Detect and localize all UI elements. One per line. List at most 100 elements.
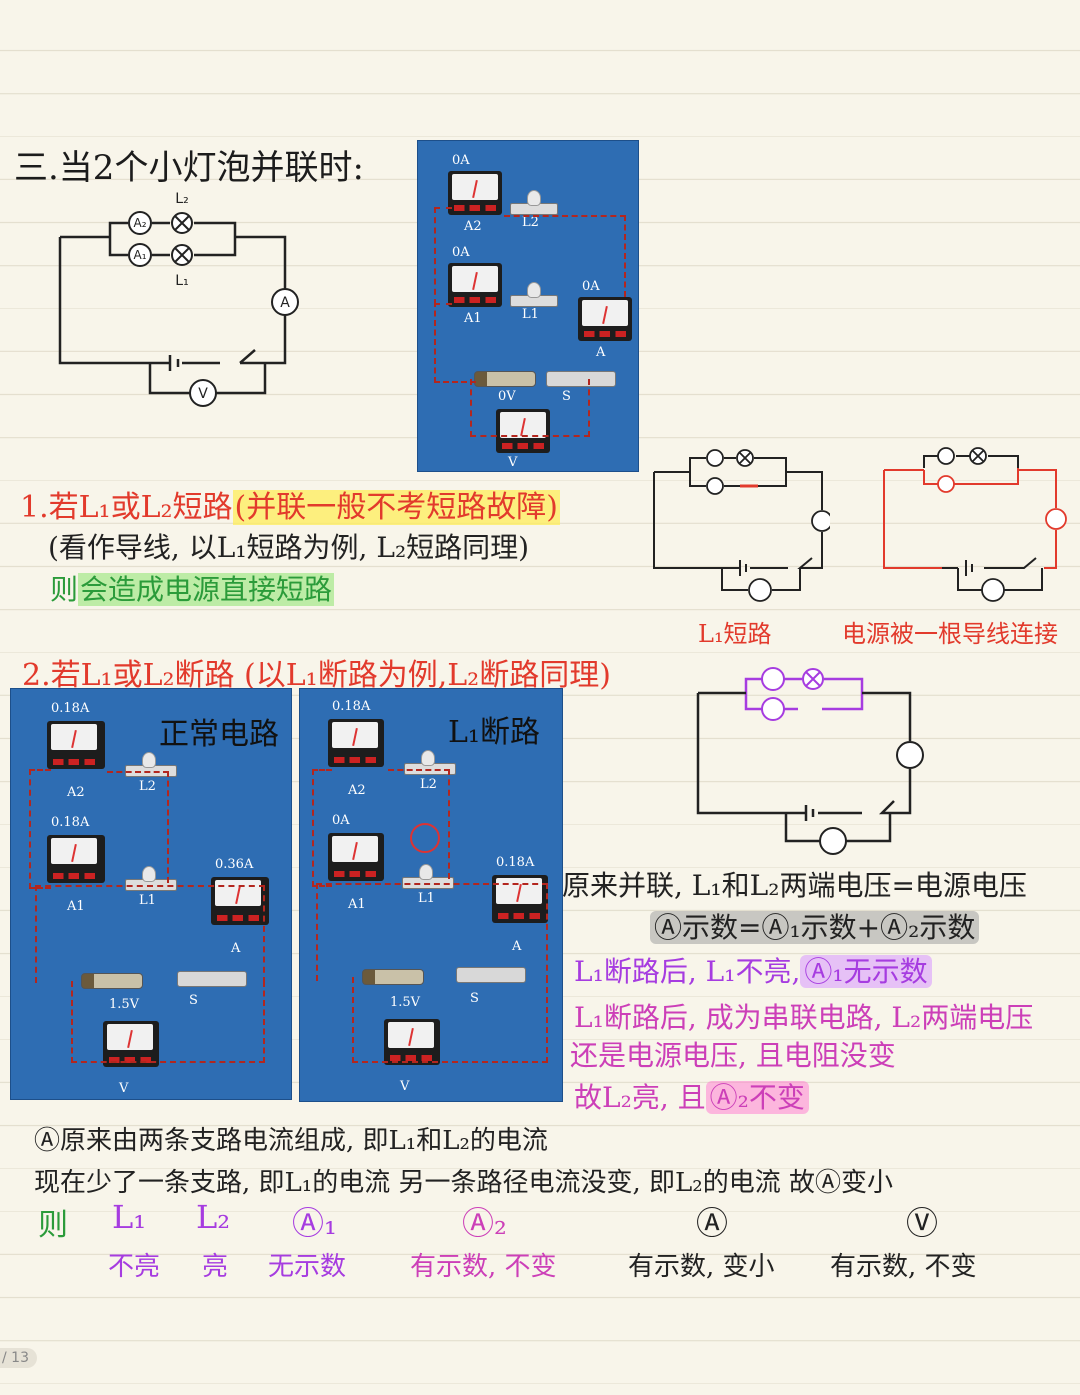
- header-a: Ⓐ: [696, 1204, 729, 1242]
- short-circuit-red-diagram: [883, 447, 1067, 602]
- result-v: 有示数, 不变: [830, 1252, 977, 1282]
- note-current-sum: Ⓐ示数=Ⓐ₁示数+Ⓐ₂示数: [650, 906, 980, 946]
- note-l2-lit-text: 故L₂亮, 且: [574, 1081, 706, 1114]
- section1-title: 1.若L₁或L₂短路(并联一般不考短路故障): [20, 482, 560, 526]
- caption-l1-short: L₁短路: [698, 620, 772, 648]
- label-v: V: [400, 1079, 410, 1094]
- label-a2: A2: [348, 783, 366, 798]
- ammeter-a2: [328, 719, 384, 767]
- simulation-panel-top: 0A A2 L2 0A A1 L1 0A A S 0V V: [417, 140, 639, 472]
- result-a: 有示数, 变小: [628, 1252, 775, 1282]
- section-heading: 三.当2个小灯泡并联时:: [14, 148, 364, 188]
- label-v: V: [119, 1081, 129, 1096]
- label-a: A: [231, 941, 241, 956]
- switch-s: [177, 971, 247, 987]
- wire: [312, 769, 332, 887]
- voltmeter-v: [384, 1019, 440, 1065]
- panel-open-heading: L₁断路: [448, 715, 540, 750]
- note-parallel-voltage: 原来并联, L₁和L₂两端电压=电源电压: [562, 869, 1027, 902]
- conclusion-line1: Ⓐ原来由两条支路电流组成, 即L₁和L₂的电流: [34, 1126, 548, 1156]
- meter-a1-reading: 0A: [332, 813, 350, 828]
- note-voltage-same: 还是电源电压, 且电阻没变: [570, 1039, 896, 1072]
- meter-a2-reading: 0A: [452, 153, 470, 168]
- broken-bulb-icon: [410, 823, 440, 853]
- label-a1: A1: [67, 899, 85, 914]
- result-l2: 亮: [202, 1252, 229, 1282]
- wire: [107, 771, 169, 883]
- label-s: S: [189, 993, 198, 1008]
- result-l1: 不亮: [108, 1252, 161, 1282]
- header-l2: L₂: [196, 1198, 231, 1236]
- section1-line3: 则会造成电源直接短路: [50, 568, 335, 608]
- label-l2: L2: [522, 215, 539, 230]
- meter-a2-reading: 0.18A: [332, 699, 371, 714]
- section1-title-text: 1.若L₁或L₂短路: [20, 490, 233, 525]
- label-l1: L1: [418, 891, 435, 906]
- label-a1: A1: [464, 311, 482, 326]
- conclusion-ze: 则: [38, 1208, 68, 1243]
- conclusion-line2: 现在少了一条支路, 即L₁的电流 另一条路径电流没变, 即L₂的电流 故Ⓐ变小: [34, 1168, 893, 1198]
- wire: [434, 207, 452, 305]
- label-a: A: [512, 939, 522, 954]
- wire: [352, 977, 548, 1063]
- note-l2-lit-highlight: Ⓐ₂不变: [705, 1081, 809, 1114]
- section1-line2: (看作导线, 以L₁短路为例, L₂短路同理): [48, 531, 530, 564]
- label-a1: A₁: [133, 248, 146, 262]
- label-a: A: [280, 295, 290, 311]
- wire: [29, 769, 51, 889]
- simulation-panel-normal: 正常电路 0.18A A2 L2 0.18A A1 L1 0.36A A S 1…: [10, 688, 292, 1100]
- label-a2: A₂: [133, 216, 146, 230]
- label-v: V: [508, 455, 518, 470]
- section1-line3-highlight: 会造成电源直接短路: [78, 573, 335, 606]
- battery: [362, 969, 424, 985]
- meter-v-reading: 0V: [498, 389, 516, 404]
- meter-a-reading: 0.36A: [215, 857, 254, 872]
- bulb-l2: [510, 190, 558, 215]
- label-l2: L2: [420, 777, 437, 792]
- battery: [474, 371, 536, 387]
- ammeter-a: [578, 297, 632, 341]
- wire: [316, 883, 548, 981]
- label-s: S: [470, 991, 479, 1006]
- label-a2: A2: [464, 219, 482, 234]
- result-a1: 无示数: [268, 1252, 347, 1282]
- open-circuit-diagram: [696, 667, 924, 855]
- note-l1-open-text: L₁断路后, L₁不亮,: [574, 955, 801, 988]
- label-a: A: [596, 345, 606, 360]
- note-l1-open-highlight: Ⓐ₁无示数: [800, 955, 932, 988]
- section2-title: 2.若L₁或L₂断路 (以L₁断路为例,L₂断路同理): [22, 658, 611, 693]
- header-l1: L₁: [112, 1198, 147, 1236]
- meter-v-reading: 1.5V: [390, 995, 421, 1010]
- wire: [504, 215, 626, 297]
- result-a2: 有示数, 不变: [410, 1252, 557, 1282]
- switch-s: [546, 371, 616, 387]
- note-current-sum-text: Ⓐ示数=Ⓐ₁示数+Ⓐ₂示数: [650, 911, 980, 944]
- label-l1: L1: [139, 893, 156, 908]
- label-a2: A2: [67, 785, 85, 800]
- voltmeter-v: [496, 409, 550, 453]
- header-a1: Ⓐ₁: [292, 1204, 337, 1242]
- wire: [35, 885, 265, 983]
- wire: [388, 769, 450, 879]
- short-circuit-diagram: [653, 449, 830, 602]
- parallel-circuit-diagram: A₂ A₁ A V L₂ L₁: [58, 191, 299, 407]
- simulation-panel-l1-open: L₁断路 0.18A A2 L2 0A A1 L1 0.18A A S 1.5V…: [299, 688, 563, 1102]
- meter-a-reading: 0.18A: [496, 855, 535, 870]
- label-l2: L₂: [175, 191, 188, 207]
- ammeter-a2: [448, 171, 502, 215]
- label-l1: L₁: [175, 273, 188, 289]
- wire: [434, 301, 476, 383]
- voltmeter-v: [103, 1021, 159, 1067]
- label-l2: L2: [139, 779, 156, 794]
- note-l1-open: L₁断路后, L₁不亮,Ⓐ₁无示数: [574, 950, 932, 990]
- meter-a2-reading: 0.18A: [51, 701, 90, 716]
- meter-a-reading: 0A: [582, 279, 600, 294]
- label-l1: L1: [522, 307, 539, 322]
- ammeter-a1: [328, 833, 384, 881]
- meter-a1-reading: 0A: [452, 245, 470, 260]
- bulb-l1: [510, 282, 558, 307]
- note-series: L₁断路后, 成为串联电路, L₂两端电压: [574, 1001, 1034, 1034]
- panel-normal-heading: 正常电路: [159, 717, 279, 752]
- meter-a1-reading: 0.18A: [51, 815, 90, 830]
